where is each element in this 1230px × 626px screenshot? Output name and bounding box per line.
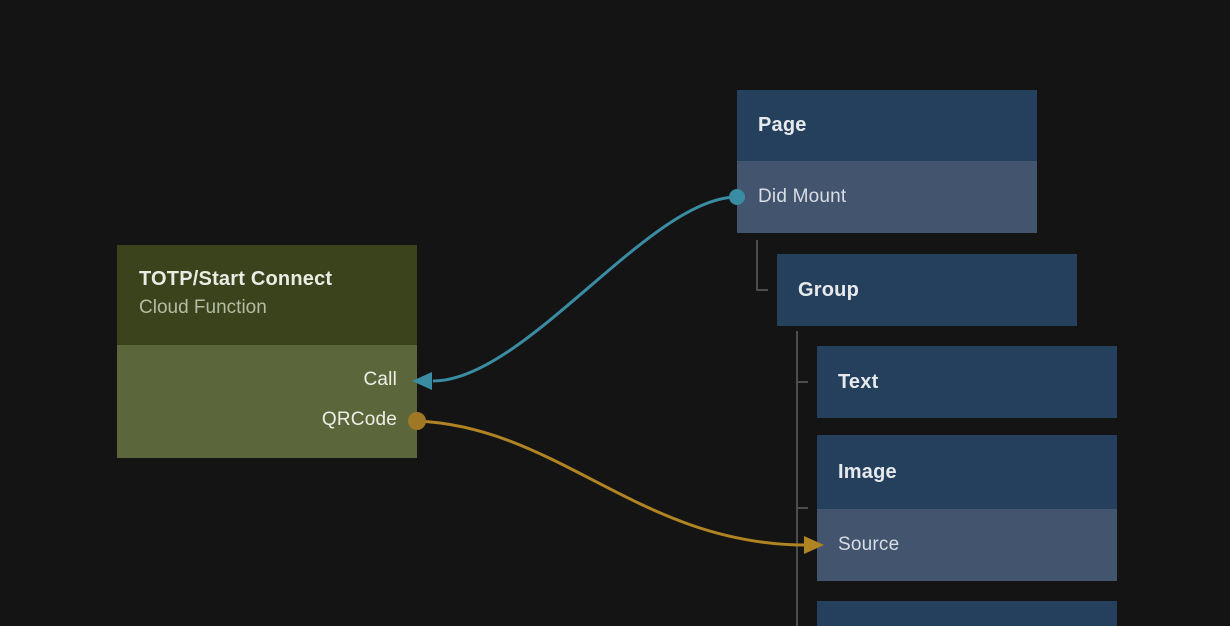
group-title: Group xyxy=(798,278,859,301)
cloud-function-title: TOTP/Start Connect xyxy=(139,268,333,290)
cloud-function-subtitle: Cloud Function xyxy=(139,297,267,318)
wire-didmount-to-call[interactable] xyxy=(432,195,738,383)
tree-line-page-group xyxy=(756,240,768,291)
node-cloud-function[interactable]: TOTP/Start Connect Cloud Function Call Q… xyxy=(117,245,417,458)
node-image[interactable]: Image Source xyxy=(817,435,1117,581)
port-source-label: Source xyxy=(838,534,900,555)
page-header: Page xyxy=(737,90,1037,161)
image-title: Image xyxy=(838,460,897,483)
node-group[interactable]: Group xyxy=(777,254,1077,326)
port-qrcode[interactable]: QRCode xyxy=(117,400,417,440)
port-call-label: Call xyxy=(363,369,397,390)
node-text[interactable]: Text xyxy=(817,346,1117,418)
port-did-mount[interactable]: Did Mount xyxy=(737,161,1037,233)
port-call[interactable]: Call xyxy=(117,360,417,400)
wire-qrcode-to-source[interactable] xyxy=(416,419,807,547)
page-title: Page xyxy=(758,114,807,136)
image-header: Image xyxy=(817,435,1117,509)
text-title: Text xyxy=(838,370,879,393)
cloud-function-header: TOTP/Start Connect Cloud Function xyxy=(117,245,417,345)
cloud-function-body: Call QRCode xyxy=(117,345,417,458)
port-did-mount-label: Did Mount xyxy=(758,186,847,207)
node-page[interactable]: Page Did Mount xyxy=(737,90,1037,233)
port-source[interactable]: Source xyxy=(817,509,1117,581)
node-partial-bottom[interactable] xyxy=(817,601,1117,626)
port-qrcode-label: QRCode xyxy=(321,409,397,430)
